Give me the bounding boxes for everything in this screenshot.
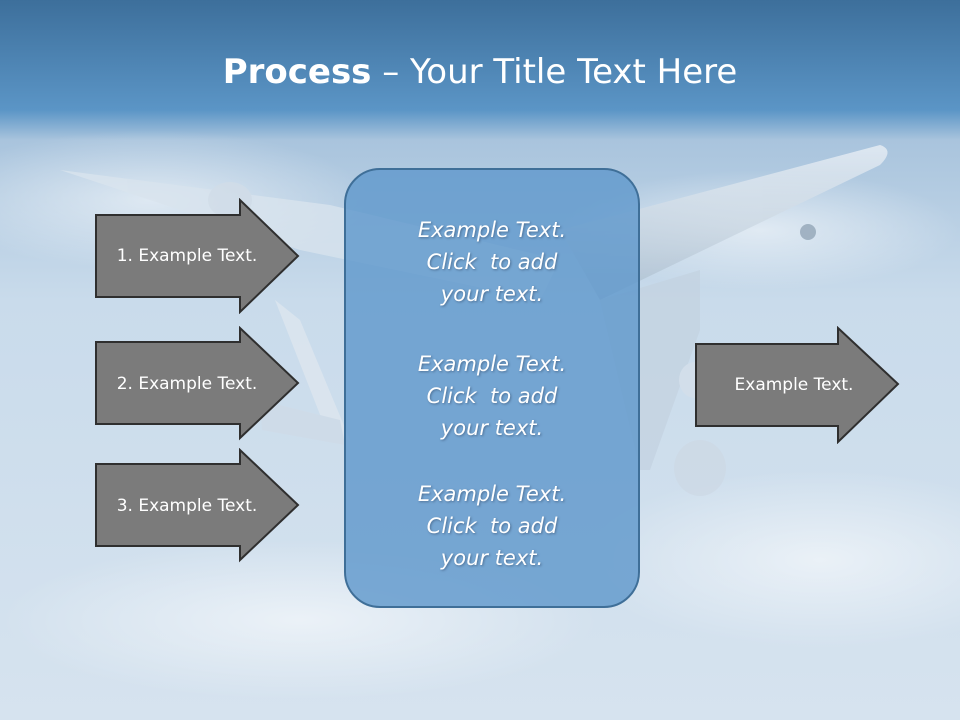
center-block-3-line-1: Example Text. (417, 482, 567, 506)
left-arrow-3-label: 3. Example Text. (116, 496, 258, 516)
arrow-shape-icon (95, 326, 300, 441)
left-arrow-1[interactable]: 1. Example Text. (94, 198, 300, 314)
title-rest: – Your Title Text Here (371, 52, 738, 92)
left-arrow-2-label: 2. Example Text. (116, 374, 258, 394)
center-block-2-line-1: Example Text. (417, 352, 567, 376)
center-block-3: Example Text. Click to add your text. (346, 478, 638, 574)
center-block-3-line-2: Click to add (426, 514, 558, 538)
center-block-1: Example Text. Click to add your text. (346, 214, 638, 310)
center-block-1-line-2: Click to add (426, 250, 558, 274)
left-arrow-2[interactable]: 2. Example Text. (94, 326, 300, 442)
title-strong: Process (222, 52, 372, 92)
slide-title: Process – Your Title Text Here (0, 52, 960, 92)
left-arrow-1-label: 1. Example Text. (116, 246, 258, 266)
center-block-3-line-3: your text. (440, 546, 544, 570)
arrow-shape-icon (95, 198, 300, 314)
left-arrow-3[interactable]: 3. Example Text. (94, 448, 300, 564)
center-block-2-line-2: Click to add (426, 384, 558, 408)
center-block-2: Example Text. Click to add your text. (346, 348, 638, 444)
center-block-2-line-3: your text. (440, 416, 544, 440)
right-arrow[interactable]: Example Text. (694, 326, 900, 444)
center-block-1-line-1: Example Text. (417, 218, 567, 242)
center-block-1-line-3: your text. (440, 282, 544, 306)
right-arrow-label: Example Text. (734, 375, 854, 395)
arrow-shape-icon (695, 326, 900, 444)
arrow-shape-icon (95, 448, 300, 563)
center-text-box[interactable]: Example Text. Click to add your text. Ex… (344, 168, 640, 608)
